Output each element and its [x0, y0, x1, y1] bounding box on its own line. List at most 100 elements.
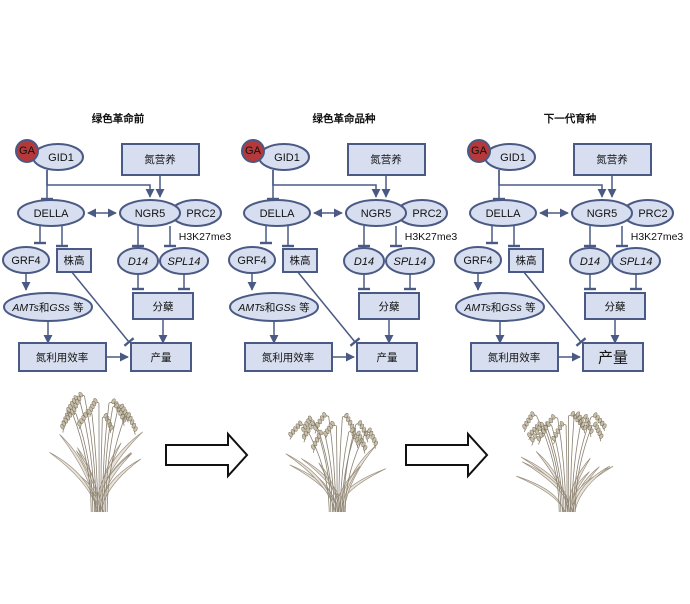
rice-grain — [528, 414, 533, 420]
rice-grain — [373, 440, 378, 446]
rice-grain — [311, 444, 316, 450]
amts-gss-label-part: AMTs — [237, 302, 265, 314]
rice-leaf — [572, 465, 611, 513]
big-arrow-2 — [405, 431, 489, 479]
nitrogen-use-efficiency-node — [18, 342, 107, 372]
nitrogen-use-efficiency-label: 氮利用效率 — [36, 351, 89, 364]
gid1-label: GID1 — [500, 152, 526, 164]
d14-node — [117, 247, 159, 275]
tillering-label: 分蘖 — [605, 300, 626, 313]
rice-grain — [312, 440, 318, 447]
grf4-node — [2, 246, 50, 274]
rice-grain — [75, 399, 80, 405]
amts-gss-label-part: 和 — [265, 302, 276, 314]
rice-grain — [359, 423, 365, 430]
rice-grain — [316, 433, 322, 439]
plant-height-node — [282, 248, 318, 273]
rice-grain — [527, 432, 532, 438]
rice-stem — [83, 395, 97, 513]
rice-grain — [81, 415, 86, 421]
spl14-label: SPL14 — [393, 256, 426, 268]
rice-grain — [570, 411, 575, 417]
rice-stem — [543, 426, 562, 513]
rice-grain — [313, 425, 318, 431]
rice-grain — [551, 414, 556, 420]
ngr5-node — [571, 199, 633, 227]
grf4-node — [228, 246, 276, 274]
rice-stem — [340, 431, 350, 513]
rice-stem — [91, 413, 98, 513]
amts-gss-label-part: 等 — [522, 301, 536, 314]
rice-grain — [76, 395, 82, 401]
pathway-edges — [473, 170, 642, 362]
spl14-label: SPL14 — [167, 256, 200, 268]
rice-grain — [319, 415, 325, 421]
h3k27me3-label: H3K27me3 — [631, 231, 684, 243]
ga-label: GA — [19, 145, 36, 157]
rice-grain — [129, 419, 135, 425]
yield-label: 产量 — [377, 351, 398, 364]
amts-gss-label-part: AMTs — [463, 302, 491, 314]
rice-plant-tall — [49, 391, 143, 513]
rice-grain — [548, 417, 553, 424]
rice-leaf — [289, 464, 341, 513]
rice-stem — [336, 425, 338, 513]
rice-grain — [522, 424, 527, 430]
rice-grain — [87, 409, 92, 415]
rice-grain — [559, 421, 565, 427]
rice-grain — [344, 412, 349, 419]
rice-grain — [61, 420, 66, 427]
amts-gss-node — [229, 292, 319, 322]
ga-label: GA — [245, 145, 262, 157]
panel-title: 下一代育种 — [544, 112, 597, 125]
rice-grain — [551, 435, 556, 442]
nitrogen-nutrition-node — [121, 143, 200, 176]
ga-label: GA — [471, 145, 488, 157]
rice-stem — [103, 407, 114, 513]
prc2-label: PRC2 — [412, 208, 441, 220]
rice-grain — [71, 406, 77, 412]
nitrogen-use-efficiency-label: 氮利用效率 — [488, 351, 541, 364]
rice-grain — [593, 412, 598, 418]
ngr5-node — [119, 199, 181, 227]
rice-grain — [314, 437, 320, 443]
rice-grain — [83, 412, 88, 418]
rice-grain — [356, 430, 361, 437]
nitrogen-use-efficiency-node — [470, 342, 559, 372]
ga-node — [15, 139, 39, 163]
plant-height-label: 株高 — [290, 254, 311, 267]
amts-gss-label-part: 和 — [39, 302, 50, 314]
rice-grain — [288, 431, 293, 438]
rice-leaf — [96, 453, 133, 513]
spl14-node — [385, 247, 435, 275]
rice-stem — [100, 417, 103, 513]
h3k27me3-label: H3K27me3 — [405, 231, 458, 243]
amts-gss-label: AMTs和GSs 等 — [11, 301, 84, 314]
rice-grain — [301, 434, 307, 440]
rice-stem — [324, 433, 335, 513]
rice-grain — [114, 403, 119, 409]
nitrogen-nutrition-node — [347, 143, 426, 176]
rice-grain — [322, 412, 327, 418]
rice-grain — [536, 436, 541, 442]
yield-label: 产量 — [598, 349, 628, 367]
rice-grain — [131, 422, 136, 429]
rice-grain — [524, 420, 529, 427]
h3k27me3-label: H3K27me3 — [179, 231, 232, 243]
plant-height-label: 株高 — [64, 254, 85, 267]
ga-node — [467, 139, 491, 163]
nitrogen-nutrition-node — [573, 143, 652, 176]
grf4-node — [454, 246, 502, 274]
rice-grain — [555, 428, 561, 434]
rice-grain — [557, 424, 563, 431]
rice-grain — [290, 429, 296, 435]
nitrogen-nutrition-label: 氮营养 — [370, 153, 402, 166]
rice-grain — [357, 434, 363, 440]
rice-grain — [73, 402, 78, 409]
rice-stem — [546, 425, 563, 513]
rice-grain — [581, 421, 586, 427]
prc2-label: PRC2 — [638, 208, 667, 220]
rice-grain — [600, 420, 605, 427]
della-label: DELLA — [486, 208, 522, 220]
